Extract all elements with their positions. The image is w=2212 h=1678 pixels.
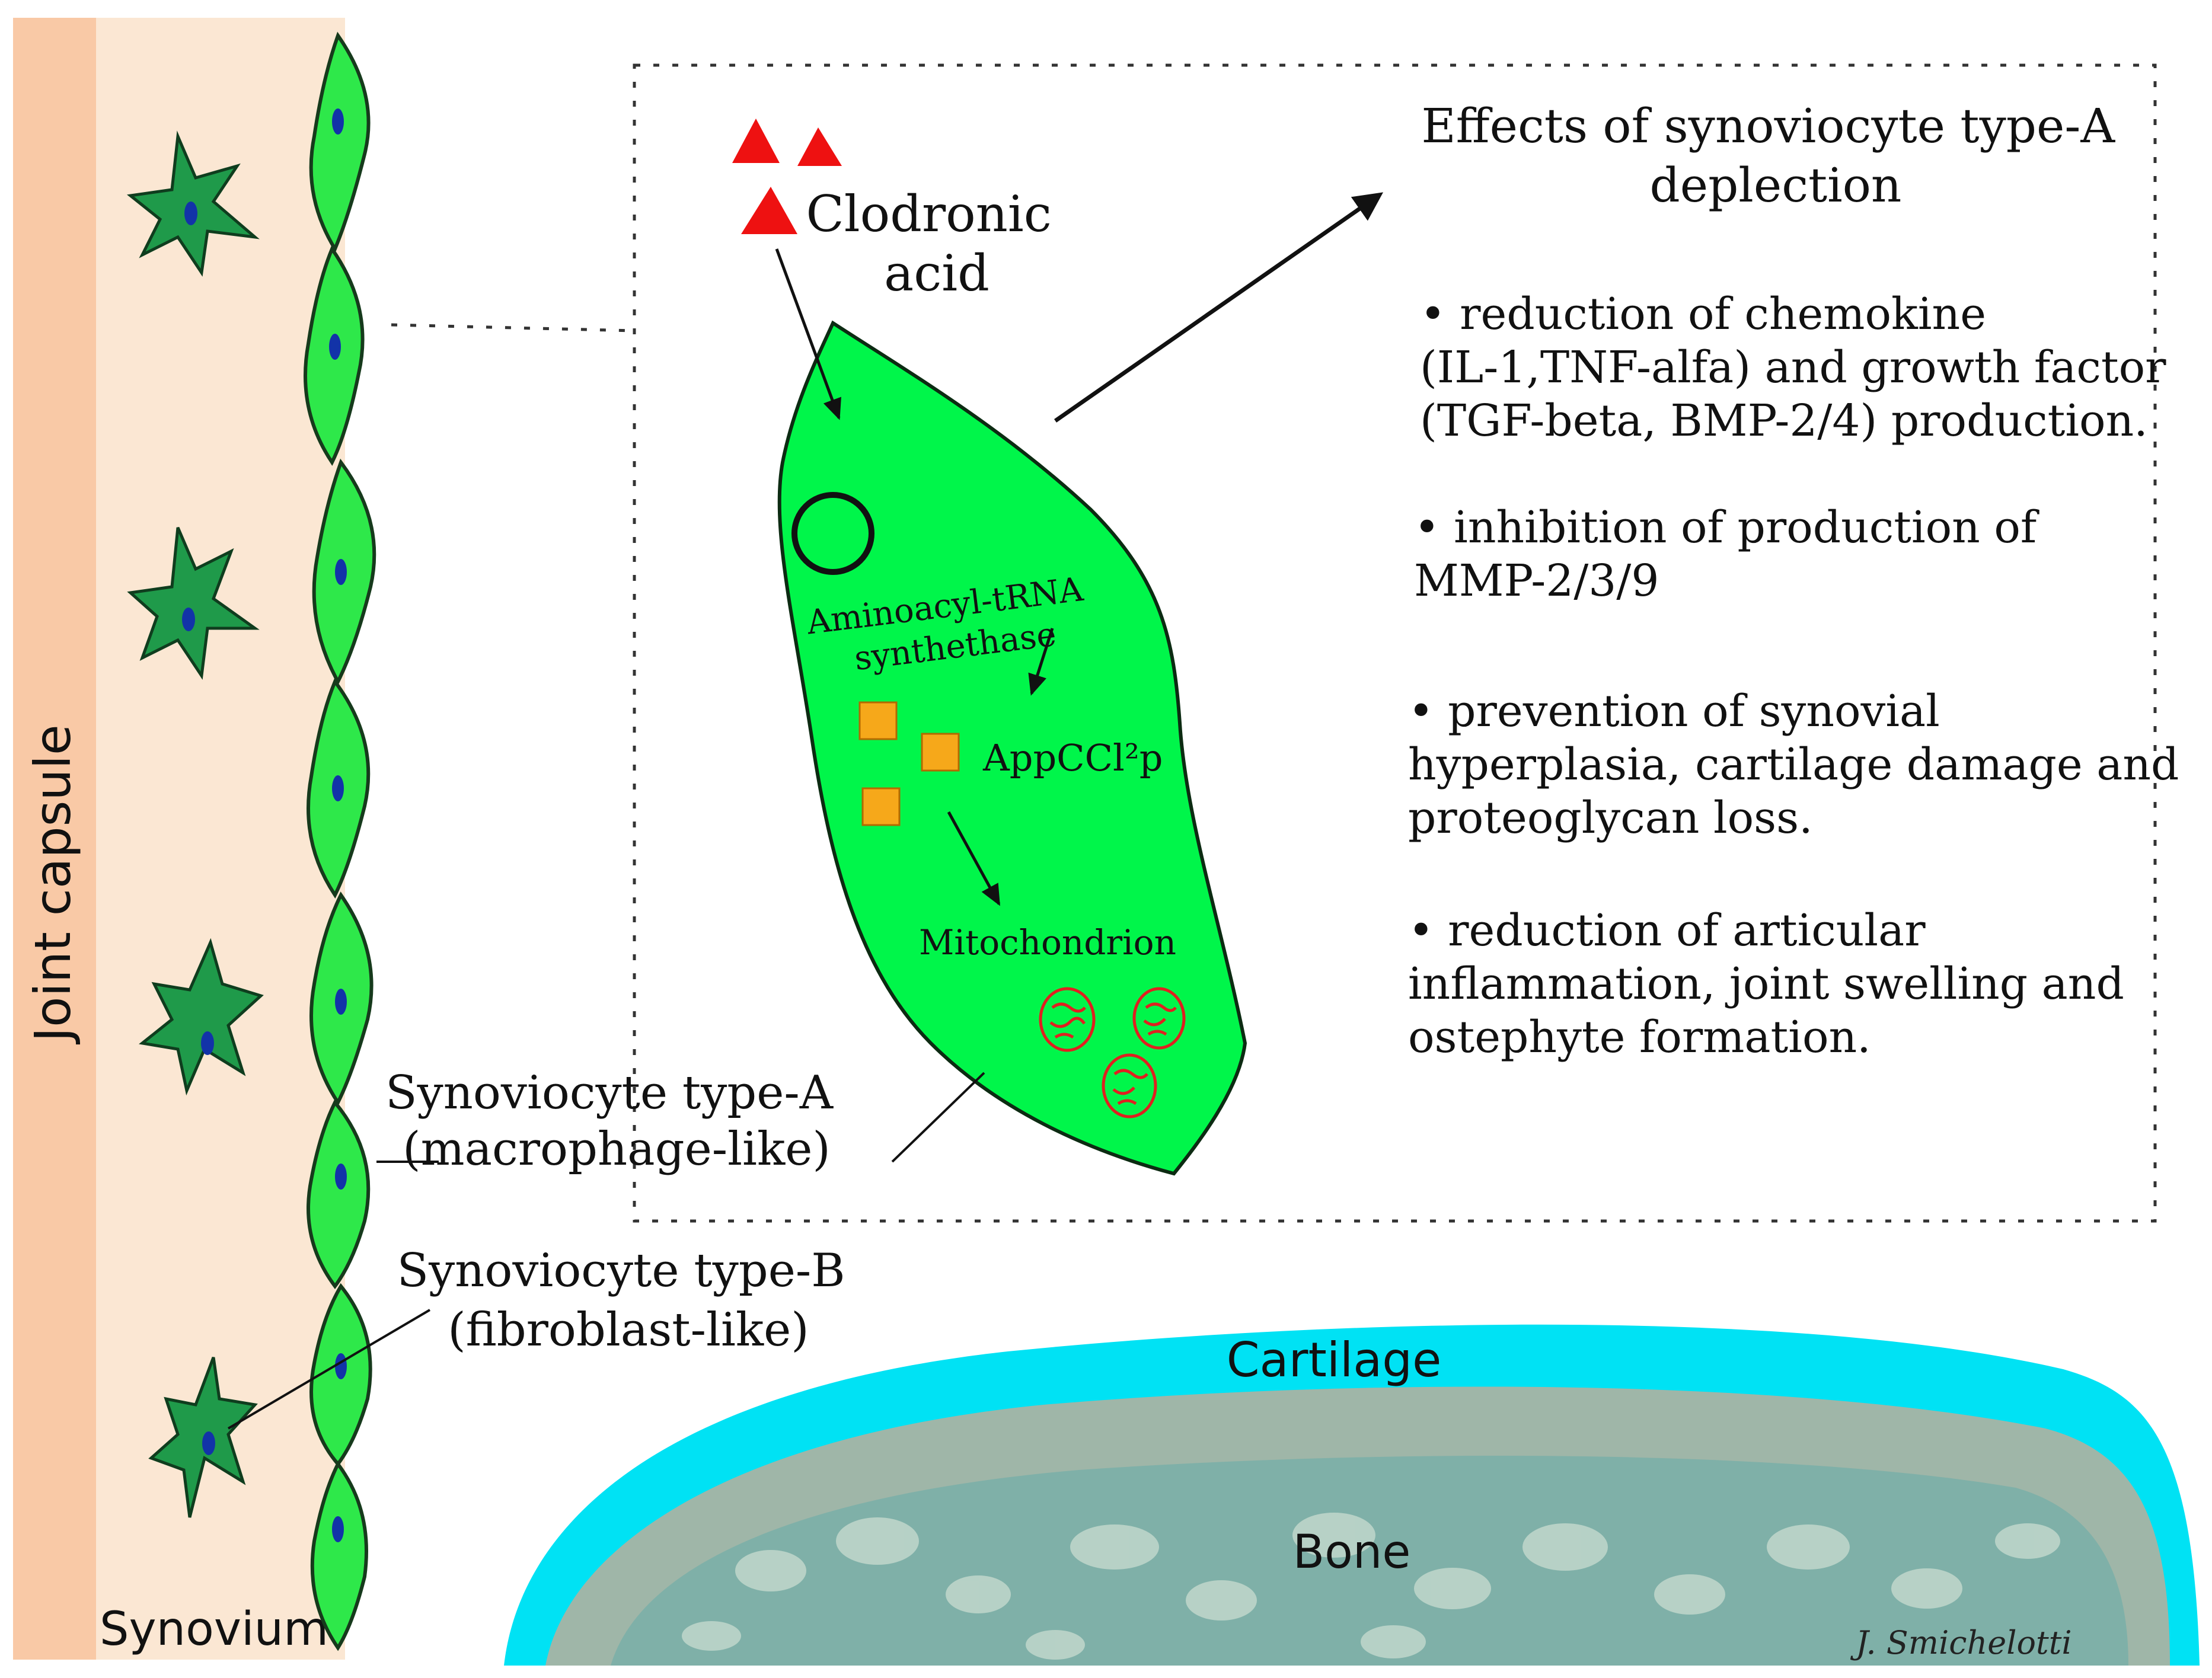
effects-list: • reduction of chemokine (IL-1,TNF-alfa)… bbox=[1408, 289, 2193, 1063]
type-a-leader-big-cell bbox=[891, 1072, 985, 1163]
mitochondrion-label: Mitochondrion bbox=[919, 922, 1176, 963]
metabolite-arrow bbox=[947, 811, 1001, 906]
synovium-band bbox=[96, 18, 345, 1660]
bone-marrow bbox=[611, 1456, 2128, 1666]
effect-item-1: • reduction of chemokine (IL-1,TNF-alfa)… bbox=[1420, 289, 2180, 446]
effect-item-2: • inhibition of production of MMP-2/3/9 bbox=[1414, 502, 2051, 606]
appccl2p-molecules bbox=[858, 701, 960, 826]
signature: J. Smichelotti bbox=[1850, 1624, 2072, 1661]
clodronic-acid-label: Clodronic acid bbox=[806, 185, 1068, 302]
type-b-label: Synoviocyte type-B (fibroblast-like) bbox=[397, 1244, 860, 1357]
mitochondria bbox=[1039, 987, 1186, 1118]
inset-connector bbox=[391, 323, 635, 333]
appccl2p-label: AppCCl²p bbox=[982, 736, 1163, 779]
type-b-leader bbox=[227, 1309, 431, 1430]
bone-label: Bone bbox=[1293, 1526, 1411, 1579]
synovium-label: Synovium bbox=[100, 1603, 328, 1656]
type-a-cell-column bbox=[304, 31, 376, 1651]
large-type-a-cell bbox=[777, 320, 1247, 1176]
joint-capsule-label: Joint capsule bbox=[24, 724, 82, 1044]
uptake-arrow bbox=[775, 248, 841, 420]
effect-item-4: • reduction of articular inflammation, j… bbox=[1408, 905, 2138, 1063]
effect-item-3: • prevention of synovial hyperplasia, ca… bbox=[1408, 686, 2193, 843]
enzyme-circle bbox=[791, 492, 874, 575]
bone-texture bbox=[682, 1513, 2060, 1660]
effects-arrow bbox=[1054, 192, 1384, 423]
effects-title: Effects of synoviocyte type-A deplection bbox=[1421, 98, 2130, 213]
inset-frame bbox=[633, 63, 2157, 1223]
cartilage-label: Cartilage bbox=[1227, 1332, 1442, 1388]
enzyme-arrow bbox=[1028, 628, 1054, 696]
type-a-label: Synoviocyte type-A (macrophage-like) bbox=[385, 1066, 848, 1176]
joint-capsule-band bbox=[13, 18, 96, 1660]
type-b-cell-group bbox=[126, 130, 264, 1518]
clodronic-acid-molecules bbox=[732, 119, 842, 234]
